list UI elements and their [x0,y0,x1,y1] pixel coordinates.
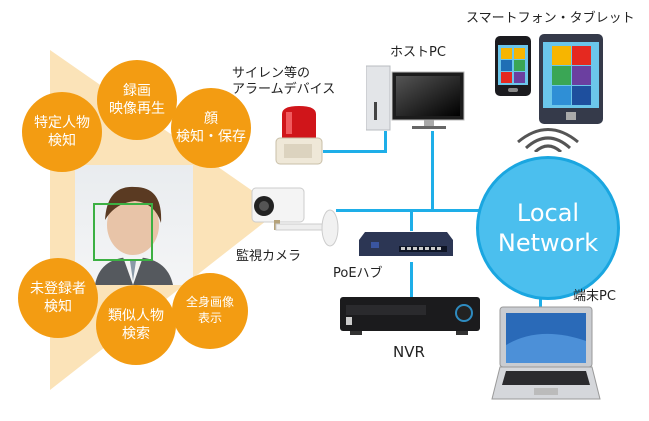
feature-label: 検知 [44,299,72,315]
camera-icon [251,187,339,247]
network-label: Network [497,229,599,257]
feature-label: 表示 [197,311,222,325]
alarm-label-line: サイレン等の [232,66,311,81]
feature-label: 特定人物 [34,114,90,131]
alarm-device-label: サイレン等の アラームデバイス [232,66,335,99]
laptop-icon [491,306,601,400]
smartphone-icon [495,36,531,96]
alarm-label-line: アラームデバイス [232,82,336,98]
feature-label: 顔 [204,110,218,127]
nvr-label: NVR [393,343,425,361]
terminal-pc-label: 端末PC [573,289,616,304]
wire-host-tower [384,131,387,153]
network-label: Local [516,199,580,227]
wire-hub-nvr [410,262,413,298]
wifi-icon [517,128,579,152]
poe-hub-label: PoEハブ [333,266,383,281]
tablet-icon [539,34,603,124]
feature-label: 映像再生 [109,101,165,117]
mobile-label: スマートフォン・タブレット [466,11,635,26]
feature-label: 検知・保存 [176,129,246,145]
feature-recording-playback: 録画 映像再生 [97,60,177,140]
feature-unregistered-detection: 未登録者 検知 [18,258,98,338]
face-detection-box [93,203,153,261]
local-network-circle: Local Network [476,156,620,300]
feature-label: 全身画像 [185,295,234,310]
wire-host-monitor [431,131,434,211]
feature-specific-person-detection: 特定人物 検知 [22,92,102,172]
feature-label: 未登録者 [30,280,86,297]
nvr-recorder-icon [340,297,480,335]
face-photo [75,165,193,285]
feature-face-detection-save: 顔 検知・保存 [171,88,251,168]
person-icon [95,186,173,285]
feature-full-body-image: 全身画像 表示 [172,273,248,349]
camera-label: 監視カメラ [236,249,302,264]
feature-label: 検知 [48,133,76,149]
feature-similar-person-search: 類似人物 検索 [96,285,176,365]
feature-label: 検索 [122,326,150,342]
feature-label: 類似人物 [108,307,164,324]
siren-icon [275,106,323,165]
feature-label: 録画 [123,82,151,99]
desktop-pc-icon [366,65,465,131]
wire-main-bus [336,209,482,212]
wire-bus-hub [410,209,413,231]
host-pc-label: ホストPC [390,45,446,60]
wire-alarm-host [323,150,387,153]
switch-hub-icon [359,232,453,256]
